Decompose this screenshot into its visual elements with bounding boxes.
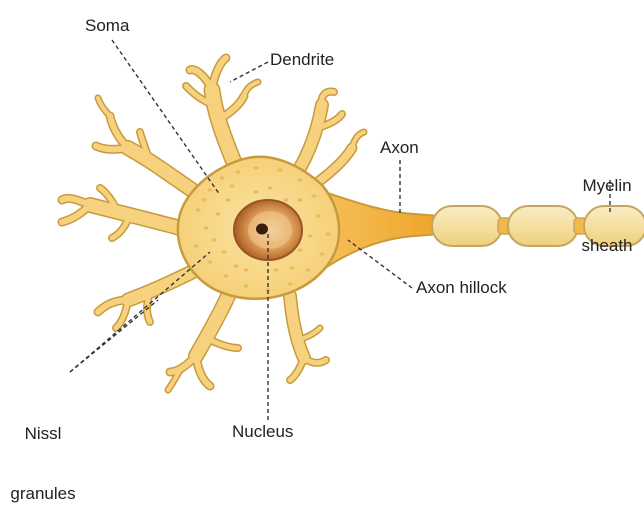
nissl-granule (244, 284, 249, 287)
nissl-granule (222, 250, 227, 253)
dendrite-branch (128, 270, 196, 300)
nissl-granule (298, 178, 303, 181)
nissl-granule (306, 268, 311, 271)
nissl-granule (320, 252, 325, 255)
myelin-label-line1: Myelin (570, 176, 644, 196)
nissl-granule (234, 264, 239, 267)
nissl-granule (202, 198, 207, 201)
nissl-label-line1: Nissl (6, 424, 80, 444)
dendrite-branch (212, 90, 235, 165)
myelin-segment (508, 206, 578, 246)
nissl-granule (212, 238, 217, 241)
myelin-sheath-label: Myelin sheath (570, 136, 644, 276)
nissl-granule (278, 168, 283, 171)
nissl-granule (208, 260, 213, 263)
dendrite-branch (206, 338, 238, 348)
nissl-granule (204, 226, 209, 229)
nissl-granule (288, 282, 293, 285)
nissl-granule (226, 198, 231, 201)
nissl-granule (298, 248, 303, 251)
nissl-granule (308, 234, 313, 237)
nissl-granule (236, 170, 241, 173)
nissl-granule (254, 166, 259, 169)
nissl-granule (312, 194, 317, 197)
nissl-granule (208, 188, 213, 191)
dendrite-branch (128, 148, 192, 190)
axon-label: Axon (380, 138, 419, 158)
nissl-granule (290, 266, 295, 269)
dendrite-branch (318, 148, 352, 182)
nissl-granule (274, 268, 279, 271)
nissl-granule (284, 198, 289, 201)
dendrite-branch (300, 105, 322, 168)
nissl-granule (230, 184, 235, 187)
myelin-segment (432, 206, 502, 246)
nissl-granule (224, 274, 229, 277)
nissl-granule (316, 214, 321, 217)
dendrite-branch (96, 146, 128, 149)
nissl-granule (220, 176, 225, 179)
nissl-granule (216, 212, 221, 215)
nucleolus (256, 224, 268, 235)
axon-hillock-label: Axon hillock (416, 278, 507, 298)
myelin-label-line2: sheath (570, 236, 644, 256)
nissl-granule (254, 190, 259, 193)
nissl-label-line2: granules (6, 484, 80, 504)
nissl-granule (244, 268, 249, 271)
dendrite-label: Dendrite (270, 50, 334, 70)
nissl-granule (194, 244, 199, 247)
nissl-granule (298, 198, 303, 201)
soma-label: Soma (85, 16, 129, 36)
nucleus-label: Nucleus (232, 422, 293, 442)
dendrite-leader (230, 62, 268, 82)
nissl-granule (326, 232, 331, 235)
nissl-granule (196, 208, 201, 211)
nissl-granule (268, 186, 273, 189)
nissl-granules-label: Nissl granules (6, 384, 80, 524)
